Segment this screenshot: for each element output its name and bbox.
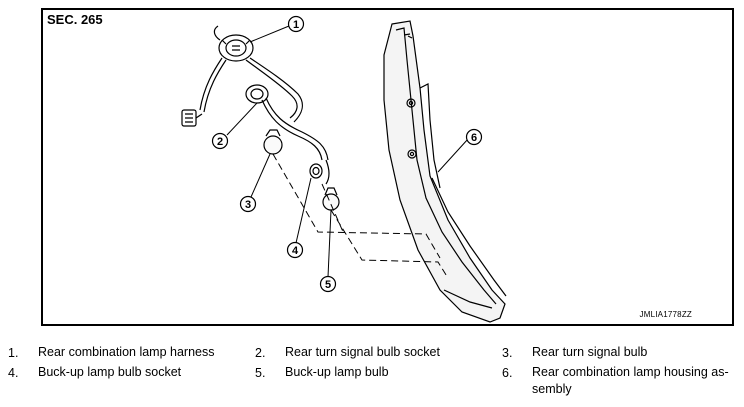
callout-5: 5 (319, 275, 337, 293)
svg-text:2: 2 (217, 136, 223, 148)
leader-lines (226, 25, 469, 278)
figure-code: JMLIA1778ZZ (639, 310, 692, 319)
legend-number: 4. (8, 366, 19, 380)
legend-number: 6. (502, 366, 513, 380)
legend-text: Rear turn signal bulb socket (285, 345, 440, 359)
legend-text: Rear turn signal bulb (532, 345, 648, 359)
svg-text:3: 3 (245, 199, 251, 211)
turn-signal-bulb (263, 129, 283, 155)
legend-number: 3. (502, 346, 513, 360)
svg-text:6: 6 (471, 132, 477, 144)
legend-text: Buck-up lamp bulb (285, 365, 389, 379)
legend-number: 2. (255, 346, 266, 360)
callout-2: 2 (211, 132, 229, 150)
section-label: SEC. 265 (47, 12, 103, 27)
assembly-guide-lines (272, 153, 449, 279)
turn-signal-socket (245, 84, 269, 104)
svg-text:5: 5 (325, 279, 331, 291)
svg-text:1: 1 (293, 19, 299, 31)
backup-lamp-socket (309, 163, 323, 179)
legend-text: Rear combination lamp harness (38, 345, 215, 359)
callout-3: 3 (239, 195, 257, 213)
callouts: 1 2 3 4 5 6 (211, 15, 483, 293)
legend-number: 1. (8, 346, 19, 360)
callout-1: 1 (287, 15, 305, 33)
svg-text:4: 4 (292, 245, 299, 257)
legend-number: 5. (255, 366, 266, 380)
legend-text: Buck-up lamp bulb socket (38, 365, 182, 379)
backup-lamp-bulb (322, 187, 340, 211)
legend-text: Rear combination lamp housing as-sembly (532, 365, 729, 396)
lamp-housing-assembly (383, 20, 507, 323)
callout-4: 4 (286, 241, 304, 259)
lamp-harness (181, 25, 330, 185)
callout-6: 6 (465, 128, 483, 146)
